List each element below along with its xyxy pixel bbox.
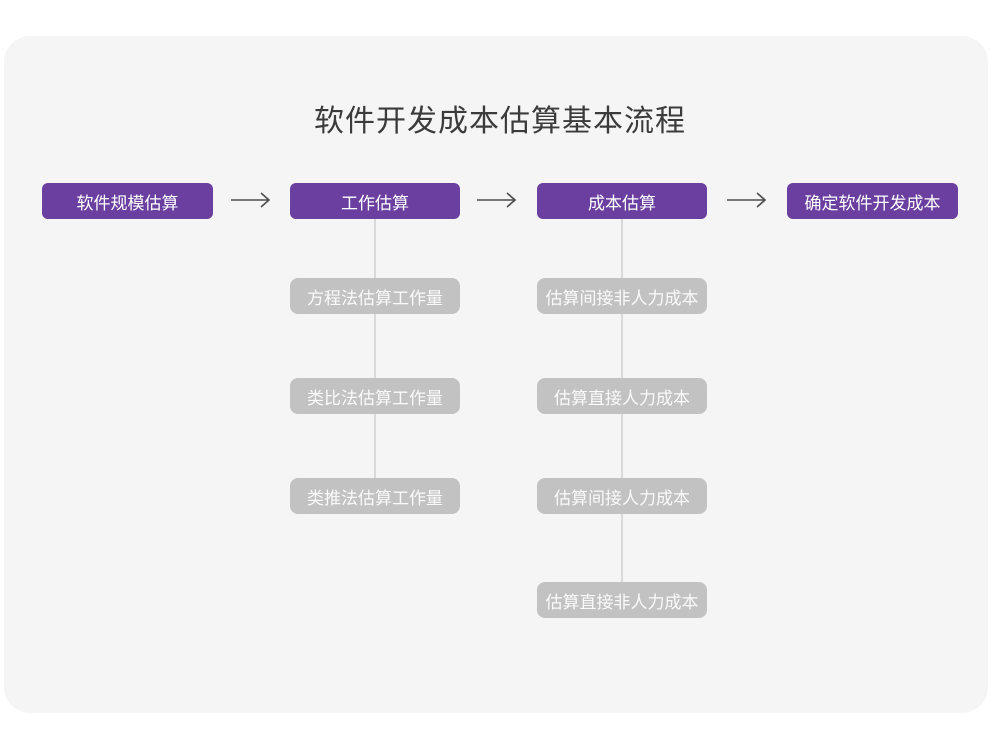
flow-step-effort-estimation: 工作估算 [290,183,460,219]
flow-step-label: 成本估算 [588,193,656,213]
flow-step-determine-development-cost: 确定软件开发成本 [787,183,958,219]
flow-step-label: 软件规模估算 [76,193,179,213]
cost-step-direct-labor: 估算直接人力成本 [537,378,707,414]
flow-step-label: 确定软件开发成本 [804,193,941,213]
cost-step-direct-nonlabor: 估算直接非人力成本 [537,582,707,618]
diagram-canvas [4,36,988,713]
sub-node-label: 类比法估算工作量 [307,388,443,408]
effort-method-extrapolation: 类推法估算工作量 [290,478,460,514]
diagram-title: 软件开发成本估算基本流程 [314,105,686,138]
sub-node-label: 方程法估算工作量 [307,288,443,308]
arrow-right-icon [475,188,519,212]
sub-node-label: 类推法估算工作量 [307,488,443,508]
cost-step-indirect-nonlabor: 估算间接非人力成本 [537,278,707,314]
effort-method-analogy: 类比法估算工作量 [290,378,460,414]
arrow-right-icon [725,188,769,212]
cost-step-indirect-labor: 估算间接人力成本 [537,478,707,514]
arrow-right-icon [229,188,273,212]
sub-node-label: 估算间接人力成本 [554,488,690,508]
sub-node-label: 估算间接非人力成本 [545,288,699,308]
sub-node-label: 估算直接非人力成本 [545,592,699,612]
sub-node-label: 估算直接人力成本 [554,388,690,408]
connector-line-effort-column [374,219,376,500]
flow-step-label: 工作估算 [341,193,409,213]
effort-method-equation: 方程法估算工作量 [290,278,460,314]
flow-step-cost-estimation: 成本估算 [537,183,707,219]
flow-step-software-scale-estimation: 软件规模估算 [42,183,213,219]
